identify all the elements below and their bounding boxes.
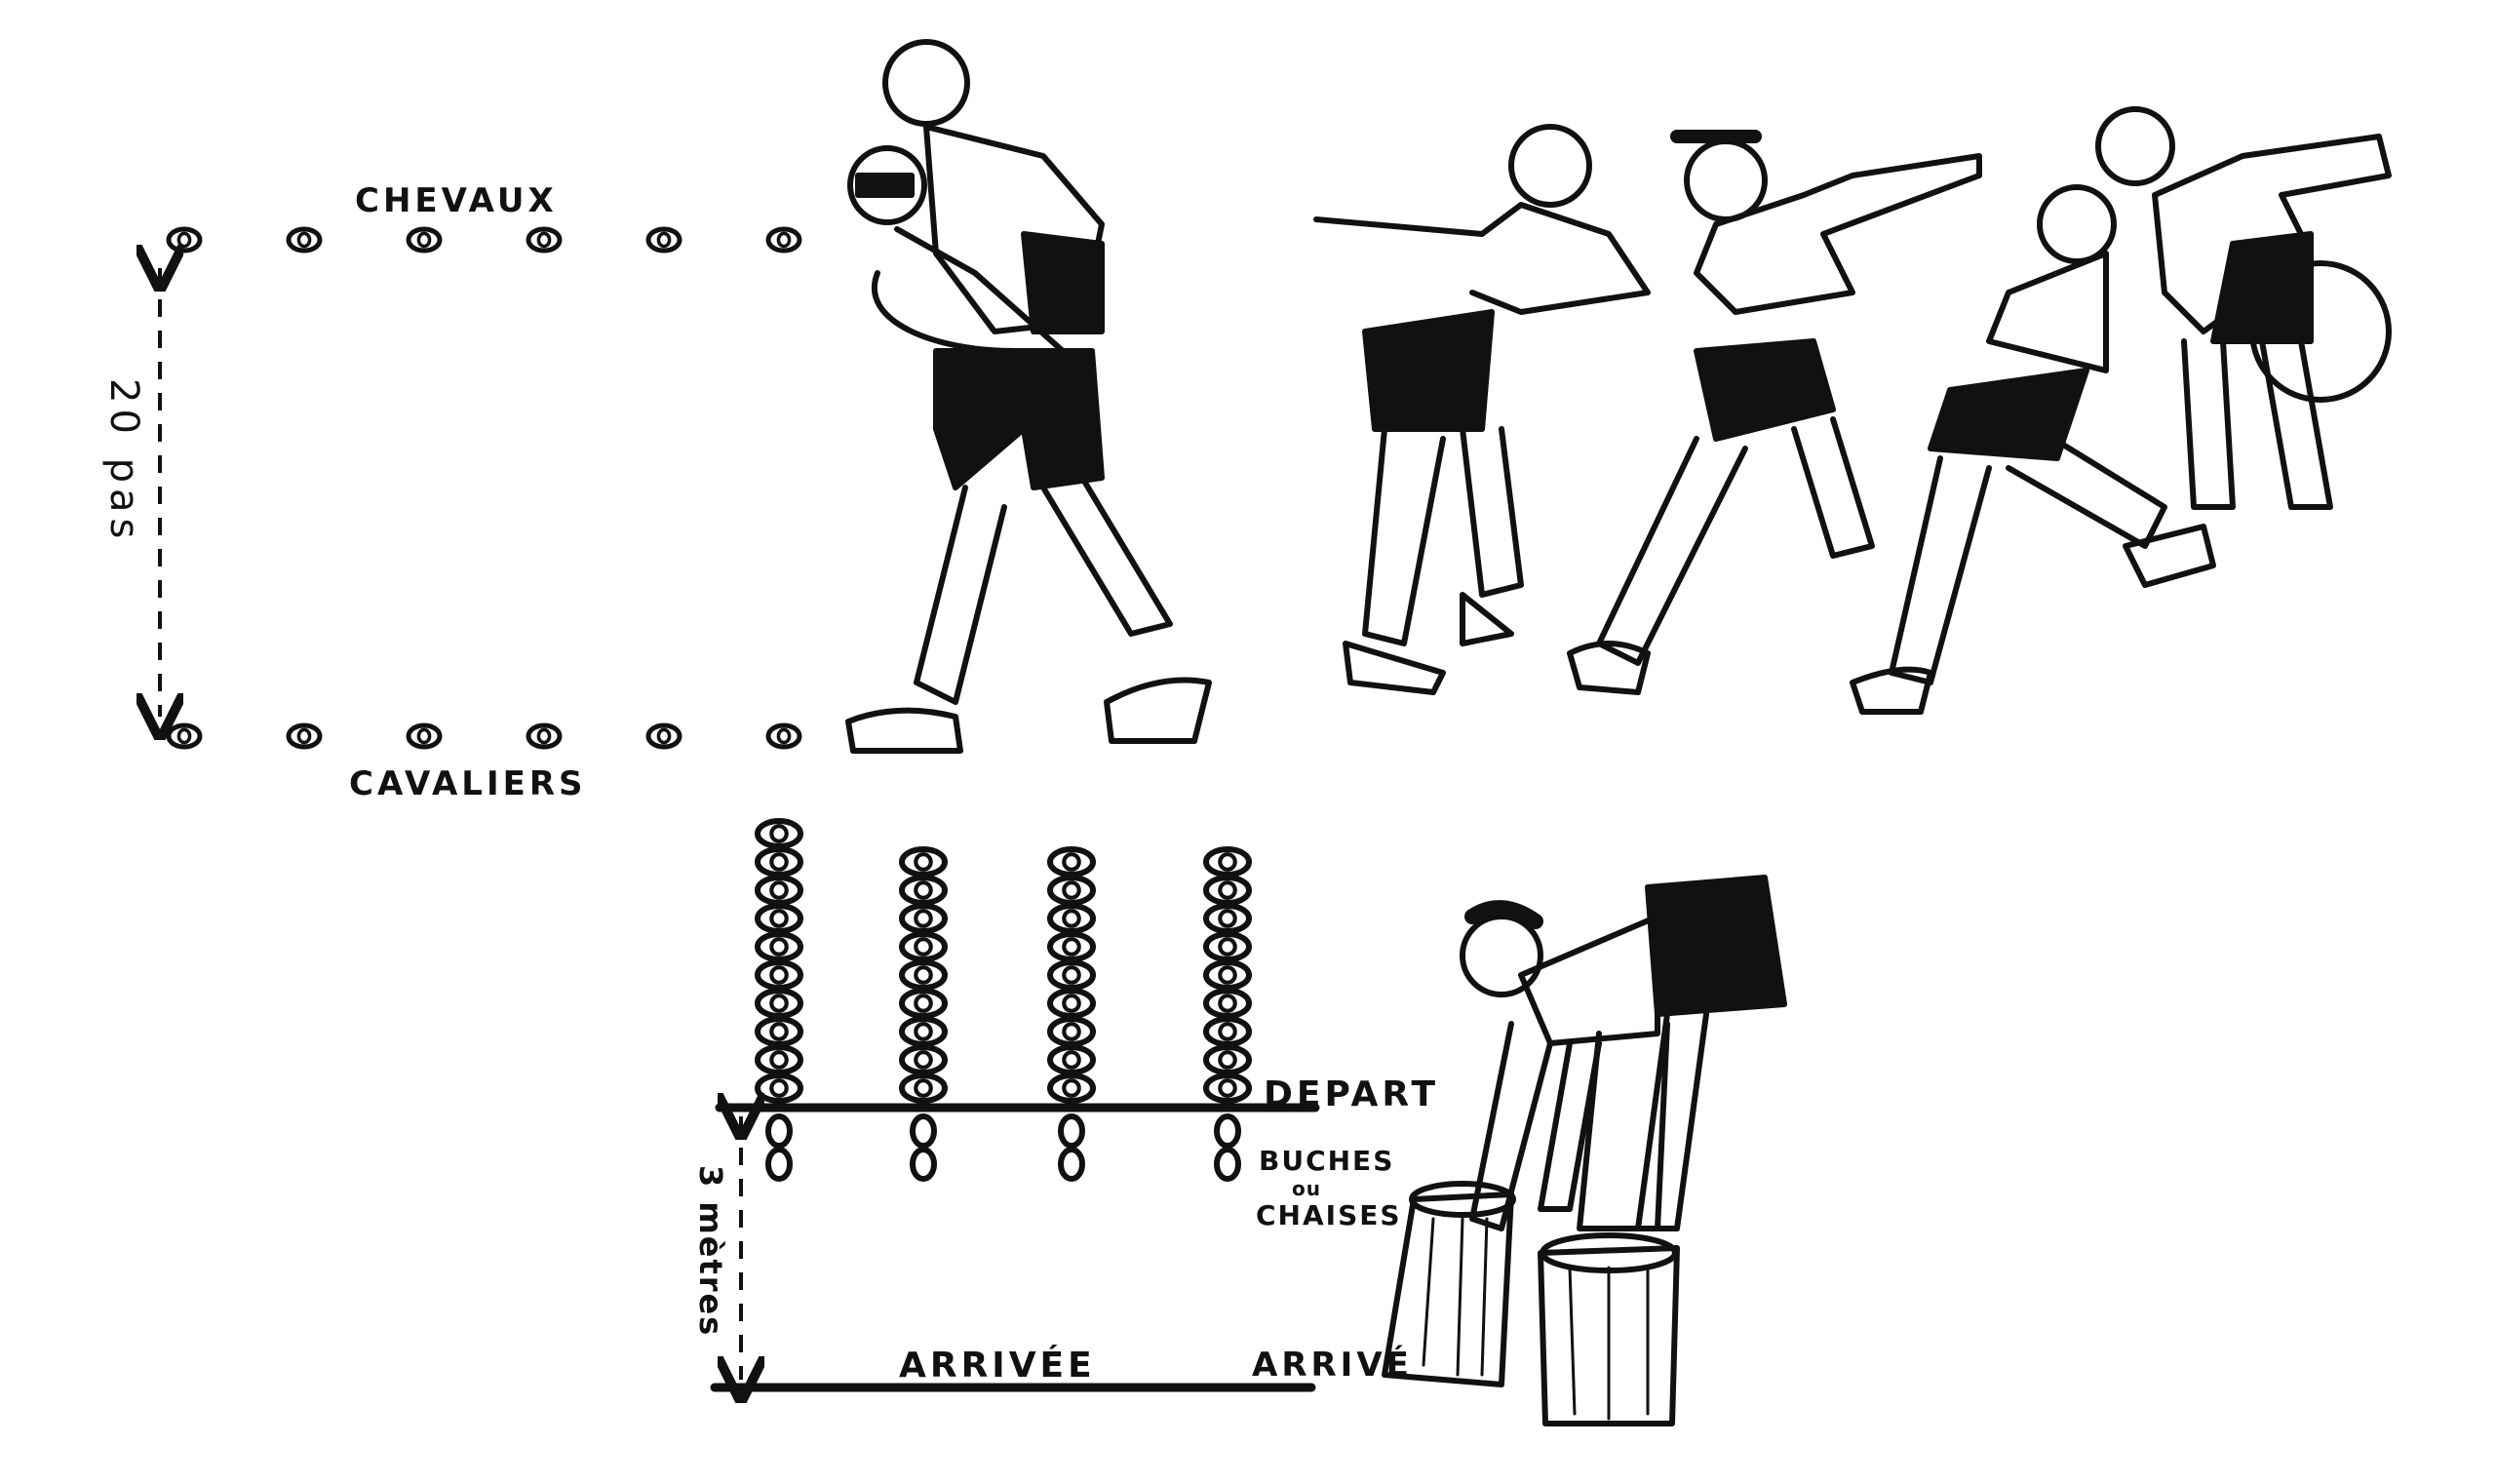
horse-marker — [166, 226, 203, 254]
horse-marker-inner — [296, 231, 312, 249]
team-player-marker-inner — [914, 1078, 933, 1098]
rider-marker-inner — [776, 727, 792, 745]
horse-marker — [765, 226, 802, 254]
buches-label: BUCHES — [1259, 1145, 1395, 1177]
stump-marker — [1058, 1113, 1085, 1149]
team-player-marker-inner — [914, 965, 933, 985]
rider-marker-inner — [536, 727, 552, 745]
rider-marker — [286, 722, 323, 750]
chaises-label: CHAISES — [1256, 1199, 1402, 1231]
team-player-marker-inner — [769, 880, 789, 900]
team-player-marker-inner — [1062, 1078, 1081, 1098]
rider-marker-inner — [416, 727, 432, 745]
team-player-marker-inner — [769, 852, 789, 872]
team-player-marker-inner — [1062, 1050, 1081, 1070]
horse-marker — [645, 226, 682, 254]
three-metres-label: 3 mètres — [692, 1165, 729, 1338]
team-player-marker-inner — [1218, 852, 1237, 872]
team-player-marker-inner — [1062, 880, 1081, 900]
stump-marker — [1214, 1113, 1241, 1149]
team-player-marker-inner — [1062, 1022, 1081, 1041]
team-player-marker-inner — [1218, 909, 1237, 928]
team-player-marker-inner — [1218, 1050, 1237, 1070]
team-player-marker-inner — [1218, 994, 1237, 1013]
horse-marker-inner — [416, 231, 432, 249]
team-player-marker-inner — [914, 1022, 933, 1041]
tail-tag-boys-illustration — [1313, 106, 2392, 715]
horse-and-rider-field-diagram — [166, 226, 802, 750]
arrivee-label: ARRIVÉE — [899, 1346, 1096, 1386]
team-player-marker-inner — [769, 937, 789, 957]
team-player-marker-inner — [1218, 937, 1237, 957]
team-player-marker-inner — [769, 1050, 789, 1070]
stump-marker — [910, 1113, 937, 1149]
stump-marker — [1214, 1147, 1241, 1182]
horse-marker-inner — [776, 231, 792, 249]
stump-marker — [765, 1147, 793, 1182]
team-player-marker-inner — [769, 1078, 789, 1098]
horse-marker-inner — [176, 231, 192, 249]
arrivee-label-right: ARRIVÉ — [1252, 1346, 1413, 1385]
team-player-marker-inner — [769, 994, 789, 1013]
horse-marker — [286, 226, 323, 254]
team-player-marker-inner — [769, 1022, 789, 1041]
team-player-marker — [1203, 846, 1252, 878]
team-player-marker-inner — [1062, 852, 1081, 872]
ou-label: ou — [1292, 1177, 1321, 1200]
team-player-marker-inner — [1218, 1022, 1237, 1041]
rider-marker — [406, 722, 443, 750]
team-player-marker-inner — [769, 824, 789, 843]
team-player-marker-inner — [1062, 994, 1081, 1013]
team-player-marker-inner — [1062, 965, 1081, 985]
team-player-marker — [755, 818, 803, 849]
rider-marker-inner — [176, 727, 192, 745]
team-player-marker-inner — [914, 994, 933, 1013]
stump-marker — [765, 1113, 793, 1149]
stump-boy-illustration — [1382, 875, 1787, 1426]
cavaliers-label: CAVALIERS — [349, 764, 587, 803]
team-player-marker-inner — [1062, 937, 1081, 957]
piggyback-boys-illustration — [845, 39, 1212, 754]
team-player-marker-inner — [914, 852, 933, 872]
rider-marker — [526, 722, 563, 750]
depart-label: DEPART — [1264, 1074, 1440, 1114]
relay-field-diagram — [755, 818, 1252, 1182]
team-player-marker-inner — [1218, 965, 1237, 985]
team-player-marker-inner — [1062, 909, 1081, 928]
team-player-marker-inner — [914, 909, 933, 928]
team-player-marker-inner — [769, 965, 789, 985]
team-player-marker-inner — [914, 880, 933, 900]
horse-marker — [406, 226, 443, 254]
team-player-marker-inner — [1218, 880, 1237, 900]
chevaux-label: CHEVAUX — [355, 181, 558, 220]
stump-marker — [1058, 1147, 1085, 1182]
team-player-marker-inner — [914, 937, 933, 957]
twenty-steps-label: 20 pas — [101, 378, 146, 545]
horse-marker-inner — [656, 231, 672, 249]
team-player-marker — [1047, 846, 1096, 878]
team-player-marker-inner — [1218, 1078, 1237, 1098]
rider-marker — [645, 722, 682, 750]
rider-marker-inner — [296, 727, 312, 745]
rider-marker-inner — [656, 727, 672, 745]
horse-marker-inner — [536, 231, 552, 249]
rider-marker — [765, 722, 802, 750]
team-player-marker — [899, 846, 948, 878]
team-player-marker-inner — [769, 909, 789, 928]
stump-marker — [910, 1147, 937, 1182]
horse-marker — [526, 226, 563, 254]
team-player-marker-inner — [914, 1050, 933, 1070]
